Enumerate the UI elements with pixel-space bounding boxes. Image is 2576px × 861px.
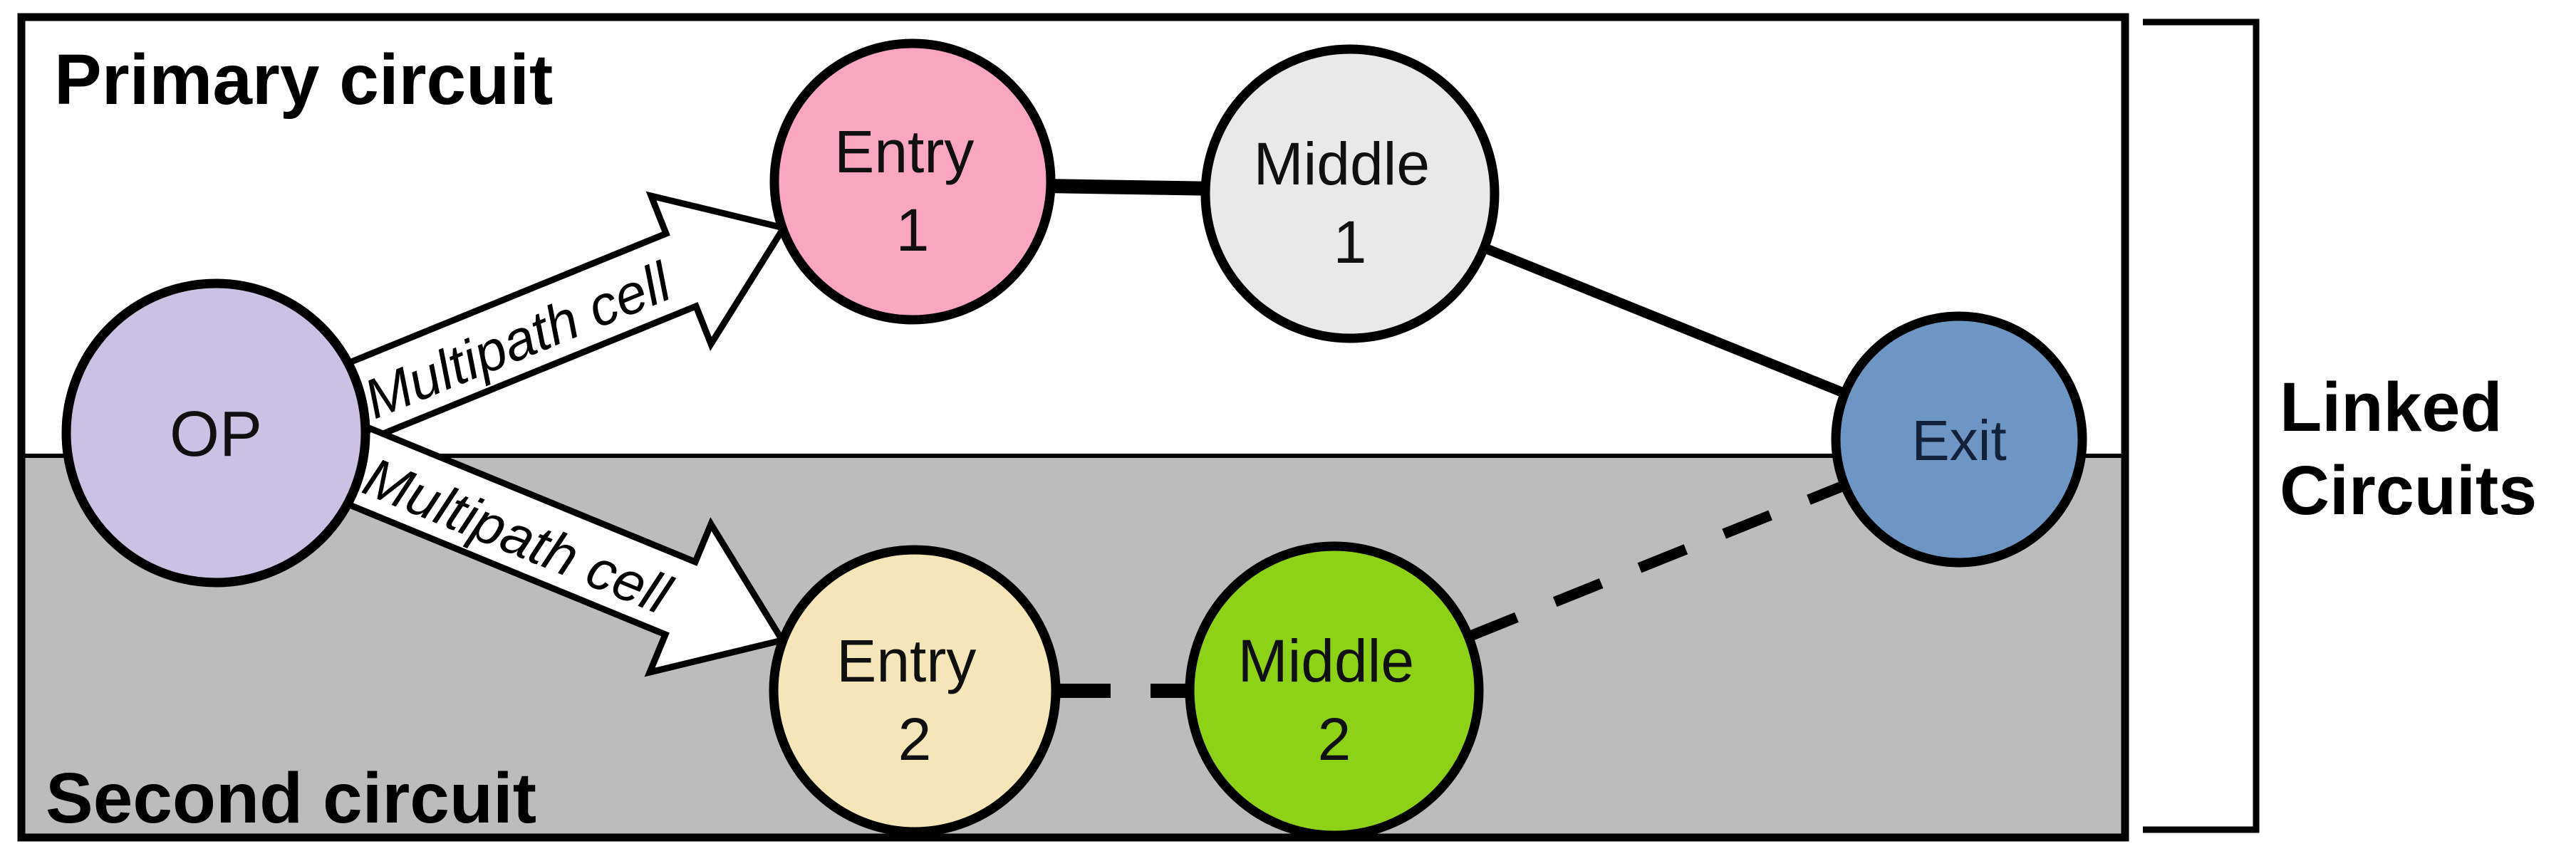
op-node-label: OP: [170, 399, 262, 470]
exit-node: [1831, 311, 2087, 568]
primary-circuit-title: Primary circuit: [54, 40, 553, 120]
multipath-arrow-top: [335, 191, 789, 444]
entry1-node: [769, 38, 1056, 325]
linked-circuits-bracket: [2143, 19, 2260, 833]
middle1-node-label: Middle 1: [1254, 130, 1447, 276]
middle2-node-label: Middle 2: [1238, 627, 1431, 773]
entry1-node-label: Entry 1: [834, 118, 990, 263]
second-circuit-region: [21, 455, 2125, 837]
entry2-node: [769, 545, 1061, 837]
entry2-node-label: Entry 2: [836, 627, 992, 773]
second-circuit-title: Second circuit: [46, 758, 536, 838]
exit-node-label: Exit: [1911, 409, 2006, 472]
linked-circuits-label: Linked Circuits: [2280, 368, 2537, 529]
op-node: [61, 278, 370, 588]
diagram-border: [17, 13, 2129, 842]
multipath-arrow-bottom: [335, 424, 788, 677]
edge-middle2-exit-dashed: [1468, 481, 1846, 641]
middle1-node: [1200, 44, 1500, 343]
